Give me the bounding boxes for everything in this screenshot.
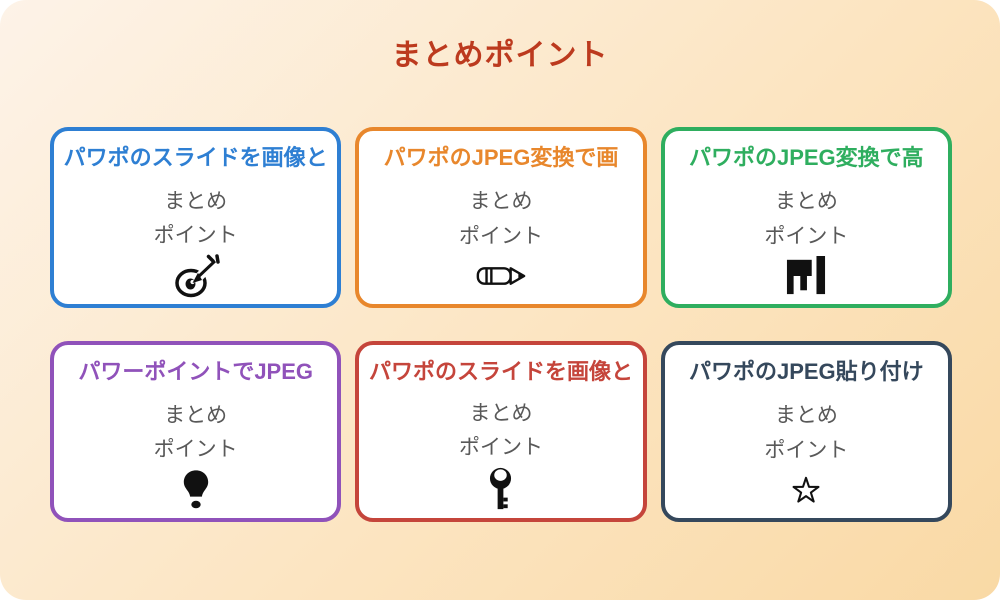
card-body: まとめ ポイント xyxy=(764,185,848,254)
card-title: パワポのJPEG変換で画 xyxy=(383,145,619,170)
card-title: パワポのJPEG変換で高 xyxy=(688,145,924,170)
card-icon-area xyxy=(487,466,514,518)
card-title: パワーポイントでJPEG xyxy=(78,359,314,384)
star-icon xyxy=(792,476,820,503)
card-body-line: まとめ xyxy=(469,401,533,425)
key-icon xyxy=(490,467,512,510)
summary-card-2: パワポのJPEG変換で画 まとめ ポイント xyxy=(355,127,647,308)
summary-card-6: パワポのJPEG貼り付け まとめ ポイント xyxy=(660,341,952,522)
card-title: パワポのJPEG貼り付け xyxy=(688,359,924,384)
card-title: パワポのスライドを画像と xyxy=(368,359,633,384)
bar-chart-icon xyxy=(787,256,826,295)
card-body: まとめ ポイント xyxy=(764,399,848,468)
card-body-line: ポイント xyxy=(153,438,238,462)
card-icon-area xyxy=(181,468,211,518)
card-icon-area xyxy=(474,254,528,304)
card-icon-area xyxy=(785,254,827,304)
card-body: まとめ ポイント xyxy=(154,185,238,254)
card-grid: パワポのスライドを画像と まとめ ポイント パワポのJP xyxy=(50,127,952,522)
page-title: まとめポイント xyxy=(391,39,609,72)
card-body-line: まとめ xyxy=(164,403,228,427)
card-icon-area xyxy=(791,468,821,518)
card-body-line: ポイント xyxy=(458,436,543,460)
card-body-line: ポイント xyxy=(764,224,849,248)
card-body: まとめ ポイント xyxy=(459,185,543,254)
summary-card-5: パワポのスライドを画像と まとめ ポイント xyxy=(355,341,647,522)
target-icon xyxy=(174,254,220,298)
summary-card-3: パワポのJPEG変換で高 まとめ ポイント xyxy=(660,127,952,308)
card-body: まとめ ポイント xyxy=(154,399,238,468)
card-body-line: まとめ xyxy=(774,190,838,213)
card-body-line: まとめ xyxy=(164,189,228,213)
card-body: まとめ ポイント xyxy=(459,397,543,466)
card-body-line: ポイント xyxy=(153,224,238,248)
card-body-line: まとめ xyxy=(469,190,533,213)
pencil-icon xyxy=(476,267,526,286)
summary-card-1: パワポのスライドを画像と まとめ ポイント xyxy=(50,127,342,308)
summary-card-4: パワーポイントでJPEG まとめ ポイント xyxy=(50,341,342,522)
card-title: パワポのスライドを画像と xyxy=(63,145,328,170)
card-body-line: ポイント xyxy=(764,438,849,462)
card-body-line: ポイント xyxy=(458,224,543,248)
card-icon-area xyxy=(172,254,220,304)
card-body-line: まとめ xyxy=(774,404,838,427)
lightbulb-icon xyxy=(183,470,208,509)
